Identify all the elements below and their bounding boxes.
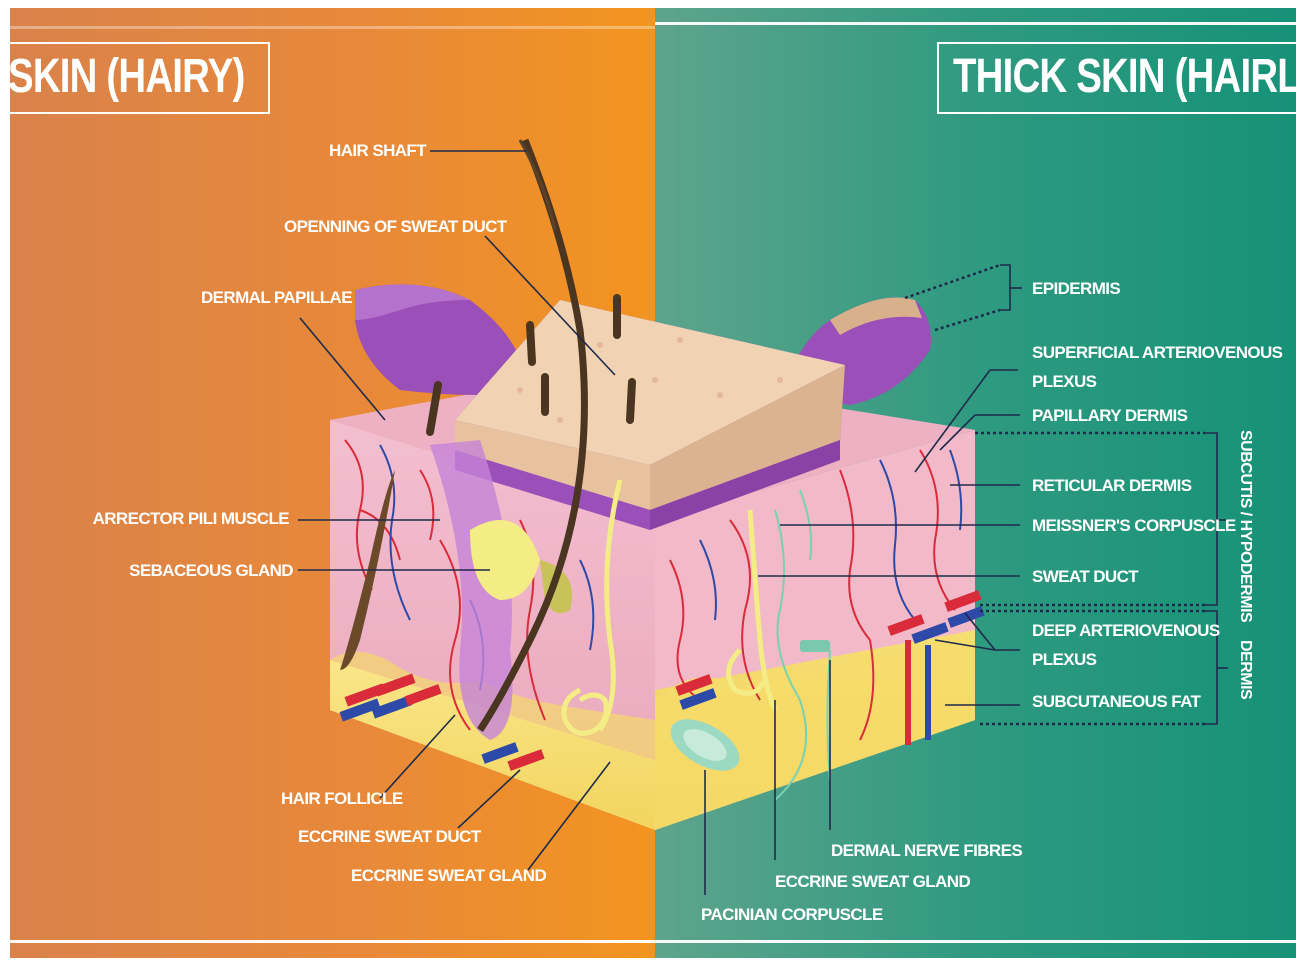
label-eccrine-sweat-gland-left: ECCRINE SWEAT GLAND — [351, 866, 546, 886]
label-sebaceous-gland: SEBACEOUS GLAND — [90, 561, 293, 581]
label-eccrine-sweat-duct: ECCRINE SWEAT DUCT — [298, 827, 481, 847]
label-deep-av-plexus-1: DEEP ARTERIOVENOUS — [1032, 621, 1220, 641]
layer-bracket-edges — [1205, 433, 1228, 724]
label-dermis: DERMIS — [1236, 640, 1254, 699]
label-dermal-papillae: DERMAL PAPILLAE — [201, 288, 352, 308]
label-superficial-av-plexus-1: SUPERFICIAL ARTERIOVENOUS — [1032, 343, 1282, 363]
label-deep-av-plexus-2: PLEXUS — [1032, 650, 1096, 670]
label-superficial-av-plexus-2: PLEXUS — [1032, 372, 1096, 392]
label-opening-of-sweat-duct: OPENNING OF SWEAT DUCT — [284, 217, 507, 237]
label-hair-shaft: HAIR SHAFT — [260, 141, 426, 161]
epidermis-bracket-edge — [1000, 265, 1022, 310]
label-sweat-duct: SWEAT DUCT — [1032, 567, 1138, 587]
label-hair-follicle: HAIR FOLLICLE — [281, 789, 403, 809]
label-eccrine-sweat-gland-right: ECCRINE SWEAT GLAND — [775, 872, 970, 892]
label-reticular-dermis: RETICULAR DERMIS — [1032, 476, 1191, 496]
label-meissners-corpuscle: MEISSNER'S CORPUSCLE — [1032, 516, 1236, 536]
label-papillary-dermis: PAPILLARY DERMIS — [1032, 406, 1187, 426]
label-subcutis-hypodermis: SUBCUTIS / HYPODERMIS — [1236, 430, 1254, 622]
label-subcutaneous-fat: SUBCUTANEOUS FAT — [1032, 692, 1200, 712]
label-dermal-nerve-fibres: DERMAL NERVE FIBRES — [831, 841, 1022, 861]
label-epidermis: EPIDERMIS — [1032, 279, 1120, 299]
label-pacinian-corpuscle: PACINIAN CORPUSCLE — [701, 905, 883, 925]
label-arrector-pili-muscle: ARRECTOR PILI MUSCLE — [80, 509, 289, 529]
